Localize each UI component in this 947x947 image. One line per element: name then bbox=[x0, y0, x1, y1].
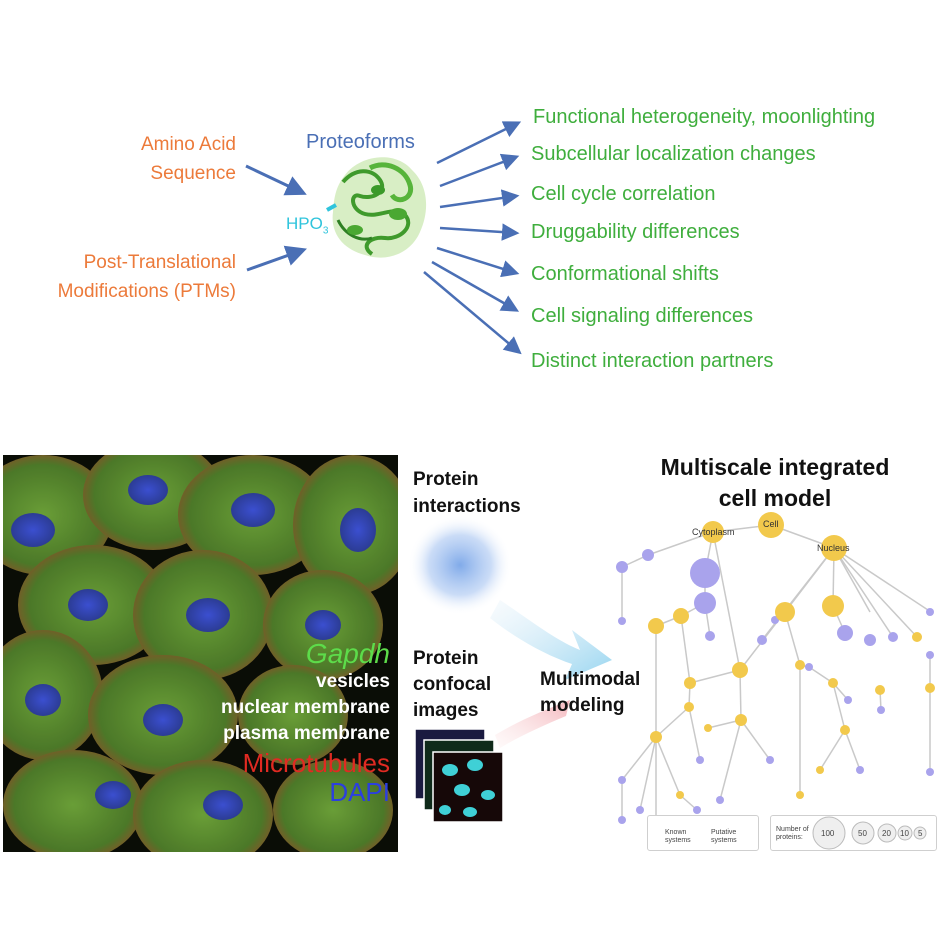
proteoform-diagram bbox=[245, 121, 522, 355]
model-title-line-1: Multiscale integrated bbox=[660, 454, 890, 480]
legend-putative-label: Putative systems bbox=[711, 829, 737, 845]
outcome-4: Conformational shifts bbox=[531, 263, 719, 285]
amino-acid-label: Amino Acid Sequence bbox=[100, 130, 236, 188]
outcome-3: Druggability differences bbox=[531, 221, 740, 243]
pi-line-1: Protein bbox=[413, 469, 479, 490]
putative-nodes bbox=[616, 549, 934, 830]
amino-acid-line-2: Sequence bbox=[150, 163, 236, 184]
legend-protein-counts bbox=[770, 815, 937, 851]
gapdh-label: Gapdh bbox=[305, 638, 390, 669]
nuclear-membrane-label: nuclear membrane bbox=[221, 697, 390, 718]
node-label-cytoplasm: Cytoplasm bbox=[692, 527, 735, 537]
multimodal-label: Multimodal modeling bbox=[540, 667, 640, 719]
dapi-label: DAPI bbox=[329, 777, 390, 807]
pc-line-2: confocal bbox=[413, 674, 492, 695]
legend-putative-2: systems bbox=[711, 837, 737, 844]
cell-image bbox=[3, 455, 398, 852]
legend-size-50: 50 bbox=[858, 829, 867, 838]
legend-size-100: 100 bbox=[821, 829, 835, 838]
legend-number-1: Number of bbox=[776, 826, 809, 833]
hpo3-label: HPO3 bbox=[286, 214, 328, 236]
legend-known-label: Known systems bbox=[665, 829, 691, 845]
pi-line-2: interactions bbox=[413, 496, 521, 517]
outcome-2: Cell cycle correlation bbox=[531, 183, 716, 205]
pc-line-3: images bbox=[413, 700, 479, 721]
hpo3-text: HPO bbox=[286, 214, 323, 233]
mm-line-2: modeling bbox=[540, 695, 625, 716]
nuclei bbox=[11, 475, 376, 820]
model-title: Multiscale integrated cell model bbox=[620, 452, 930, 514]
amino-to-protein-arrow bbox=[245, 164, 307, 196]
protein-structure-icon bbox=[326, 157, 427, 258]
legend-system-types bbox=[647, 815, 759, 851]
legend-known-1: Known bbox=[665, 829, 687, 836]
protein-interactions-label: Protein interactions bbox=[413, 466, 521, 520]
ptm-label: Post-Translational Modifications (PTMs) bbox=[20, 248, 236, 306]
ptm-line-1: Post-Translational bbox=[83, 252, 236, 273]
legend-number-label: Number of proteins: bbox=[776, 826, 809, 842]
vesicles-label: vesicles bbox=[316, 671, 390, 692]
node-label-nucleus: Nucleus bbox=[817, 543, 850, 553]
outcome-1: Subcellular localization changes bbox=[531, 143, 816, 165]
legend-size-20: 20 bbox=[882, 829, 891, 838]
legend-size-10: 10 bbox=[900, 829, 909, 838]
node-label-cell: Cell bbox=[763, 519, 779, 529]
model-title-line-2: cell model bbox=[718, 485, 832, 511]
confocal-micrograph: Gapdh vesicles nuclear membrane plasma m… bbox=[3, 455, 398, 852]
legend-known-2: systems bbox=[665, 837, 691, 844]
outcome-0: Functional heterogeneity, moonlighting bbox=[533, 106, 876, 128]
amino-acid-line-1: Amino Acid bbox=[140, 134, 236, 155]
model-edges bbox=[621, 524, 932, 826]
plasma-membrane-label: plasma membrane bbox=[223, 723, 390, 744]
proteoforms-label: Proteoforms bbox=[306, 131, 415, 153]
known-nodes bbox=[648, 512, 935, 799]
legend-putative-1: Putative bbox=[711, 829, 737, 836]
mm-line-1: Multimodal bbox=[540, 669, 641, 690]
protein-confocal-label: Protein confocal images bbox=[413, 646, 491, 724]
legend-size-5: 5 bbox=[918, 829, 923, 838]
ptm-to-protein-arrow bbox=[246, 245, 307, 272]
outcome-6: Distinct interaction partners bbox=[531, 350, 774, 372]
microtubules-label: Microtubules bbox=[242, 748, 390, 778]
pc-line-1: Protein bbox=[413, 648, 479, 669]
ptm-line-2: Modifications (PTMs) bbox=[57, 281, 236, 302]
outcome-5: Cell signaling differences bbox=[531, 305, 753, 327]
hpo3-subscript: 3 bbox=[322, 225, 329, 237]
output-arrows bbox=[423, 121, 522, 355]
legend-number-2: proteins: bbox=[776, 834, 803, 841]
